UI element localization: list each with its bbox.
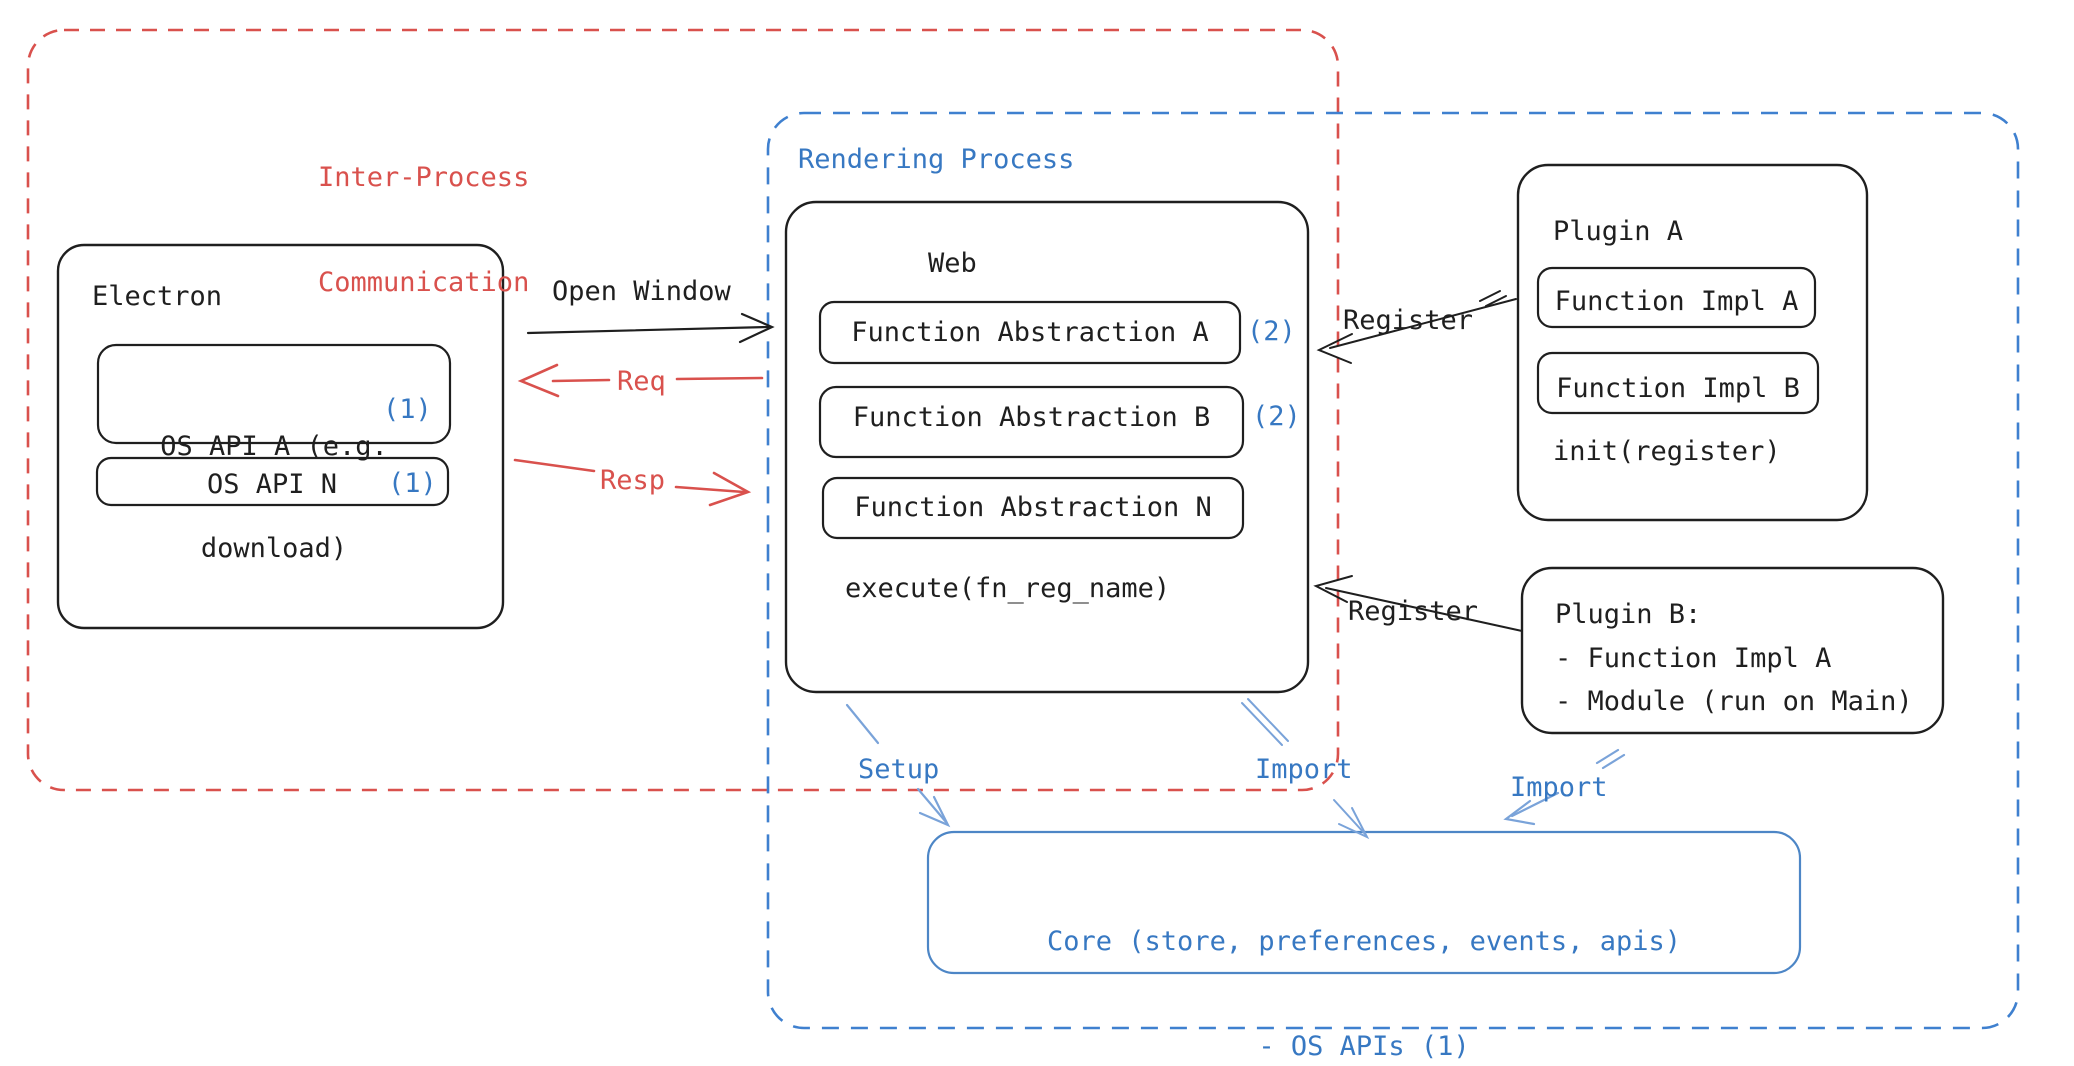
open-window-label: Open Window: [552, 276, 731, 307]
electron-title: Electron: [92, 281, 223, 312]
os-api-n-badge: (1): [388, 468, 437, 499]
import-plugin-b-arrow: [1503, 748, 1626, 826]
function-abstraction-a-box: [818, 300, 1242, 365]
ipc-title-line1: Inter-Process: [318, 162, 530, 193]
req-arrow: [517, 363, 764, 398]
web-title: Web: [928, 248, 977, 279]
function-impl-b-box: [1536, 351, 1820, 415]
register-b-arrow: [1313, 575, 1523, 632]
setup-arrow: [845, 703, 951, 828]
ipc-group-title: Inter-Process Communication: [318, 90, 529, 370]
function-abstraction-b-box: [818, 385, 1245, 459]
execute-label: execute(fn_reg_name): [845, 573, 1171, 604]
core-line1: Core (store, preferences, events, apis): [1047, 926, 1681, 957]
function-abstraction-a-label: Function Abstraction A: [851, 317, 1209, 348]
os-api-n-box: [95, 456, 450, 507]
setup-label: Setup: [858, 754, 940, 785]
os-api-a-badge: (1): [383, 394, 432, 425]
import-plugin-b-label: Import: [1510, 772, 1608, 803]
open-window-arrow: [526, 312, 775, 344]
register-b-label: Register: [1348, 596, 1479, 627]
function-abstraction-b-badge: (2): [1252, 401, 1301, 432]
plugin-a-box: [1516, 163, 1869, 522]
import-web-label: Import: [1255, 754, 1353, 785]
ipc-group-border: [26, 28, 1340, 792]
plugin-a-title: Plugin A: [1553, 216, 1684, 247]
function-impl-a-label: Function Impl A: [1554, 286, 1799, 317]
function-abstraction-n-label: Function Abstraction N: [854, 492, 1212, 523]
resp-label: Resp: [600, 465, 666, 496]
rendering-process-title: Rendering Process: [798, 144, 1075, 175]
os-api-a-line1: OS API A (e.g.: [160, 431, 388, 462]
os-api-n-label: OS API N: [207, 469, 338, 500]
plugin-b-item-impl-a: - Function Impl A: [1555, 643, 1832, 674]
os-api-a-box: [96, 343, 452, 445]
register-a-label: Register: [1343, 305, 1474, 336]
rendering-process-border: [766, 111, 2020, 1030]
req-label: Req: [617, 366, 666, 397]
core-line2: - OS APIs (1): [1258, 1031, 1470, 1062]
plugin-b-box: [1520, 566, 1945, 735]
plugin-b-item-module: - Module (run on Main): [1555, 686, 1913, 717]
function-impl-b-label: Function Impl B: [1556, 373, 1800, 404]
ipc-title-line2: Communication: [318, 267, 530, 298]
function-abstraction-a-badge: (2): [1247, 316, 1296, 347]
resp-arrow: [513, 458, 752, 507]
os-api-a-line2: download): [200, 533, 348, 564]
function-abstraction-b-label: Function Abstraction B: [852, 402, 1211, 433]
import-web-arrow: [1241, 698, 1370, 840]
function-impl-a-box: [1536, 266, 1817, 329]
os-api-a-label: OS API A (e.g. download): [98, 362, 450, 634]
function-abstraction-n-box: [821, 476, 1245, 540]
plugin-a-init-label: init(register): [1553, 436, 1781, 467]
plugin-b-title: Plugin B:: [1555, 599, 1702, 630]
register-a-arrow: [1316, 290, 1517, 364]
core-label: Core (store, preferences, events, apis) …: [928, 854, 1800, 1066]
